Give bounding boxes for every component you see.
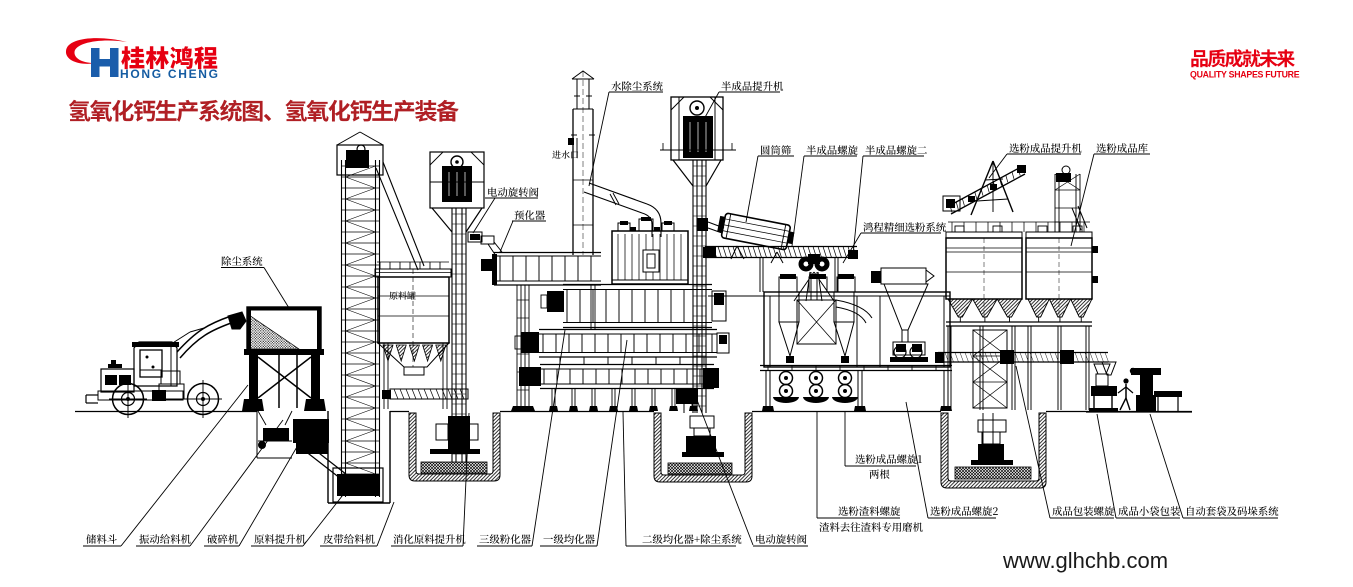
svg-text:HONG CHENG: HONG CHENG (120, 67, 220, 81)
svg-text:QUALITY SHAPES FUTURE: QUALITY SHAPES FUTURE (1190, 70, 1300, 80)
svg-text:www.glhchb.com: www.glhchb.com (1002, 548, 1168, 573)
